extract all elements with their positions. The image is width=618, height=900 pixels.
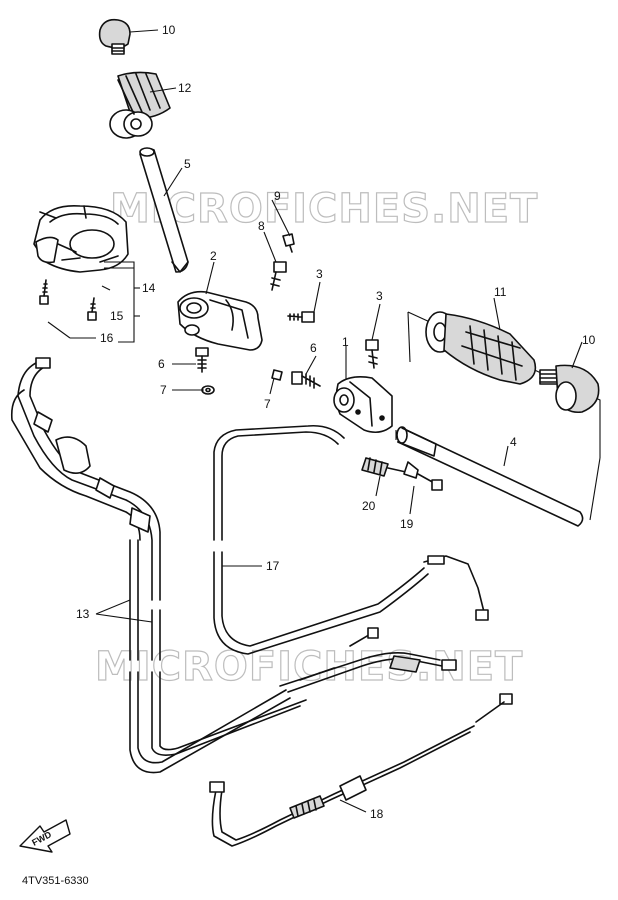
callout-3-left: 3: [316, 267, 323, 281]
callout-7-left: 7: [160, 383, 167, 397]
screw-9: [282, 233, 295, 253]
throttle-tube-5: [139, 147, 189, 273]
fwd-arrow-icon: FWD: [19, 819, 71, 853]
callout-12: 12: [178, 81, 192, 95]
callout-14: 14: [142, 281, 156, 295]
callout-8: 8: [258, 219, 265, 233]
adjuster-bolt-19: [403, 461, 443, 491]
callout-17: 17: [266, 559, 280, 573]
bracket-14-15-16: [47, 261, 140, 343]
holder-1: [333, 376, 393, 434]
diagram-code: 4TV351-6330: [22, 875, 89, 887]
grip-end-top: [98, 18, 131, 55]
throttle-cables-13: [10, 357, 457, 774]
callout-9: 9: [274, 189, 281, 203]
grip-11: [425, 311, 537, 385]
callout-3-right: 3: [376, 289, 383, 303]
watermark-top: MICROFICHES.NET: [110, 186, 538, 232]
washer-7-right: [271, 369, 283, 381]
choke-cable-18: [209, 693, 513, 847]
callout-18: 18: [370, 807, 384, 821]
screw-3-left: [287, 311, 315, 323]
adjuster-20: [361, 457, 407, 477]
holder-2: [177, 290, 263, 351]
screw-8: [270, 261, 287, 291]
callout-6-right: 6: [310, 341, 317, 355]
clutch-cable-17: [213, 424, 489, 655]
callout-15: 15: [110, 309, 124, 323]
callout-10-right: 10: [582, 333, 596, 347]
screw-6-left: [195, 347, 209, 373]
callout-11: 11: [494, 285, 507, 299]
leaders: [95, 29, 583, 813]
callout-16: 16: [100, 331, 114, 345]
callout-19: 19: [400, 517, 414, 531]
callout-6-left: 6: [158, 357, 165, 371]
throttle-housing-14: [33, 204, 129, 273]
callout-7-right: 7: [264, 397, 271, 411]
callout-4: 4: [510, 435, 517, 449]
screw-3-right: [365, 339, 379, 369]
callout-2: 2: [210, 249, 217, 263]
callout-13: 13: [76, 607, 90, 621]
handlebar-4: [396, 426, 584, 527]
screw-6-right: [291, 371, 321, 389]
callout-20: 20: [362, 499, 376, 513]
screw-15: [39, 279, 49, 305]
grip-end-right: [539, 364, 600, 414]
callout-1: 1: [342, 335, 349, 349]
throttle-grip-12: [109, 71, 171, 139]
callout-10-top: 10: [162, 23, 176, 37]
callout-5: 5: [184, 157, 191, 171]
screw-16: [87, 297, 97, 321]
